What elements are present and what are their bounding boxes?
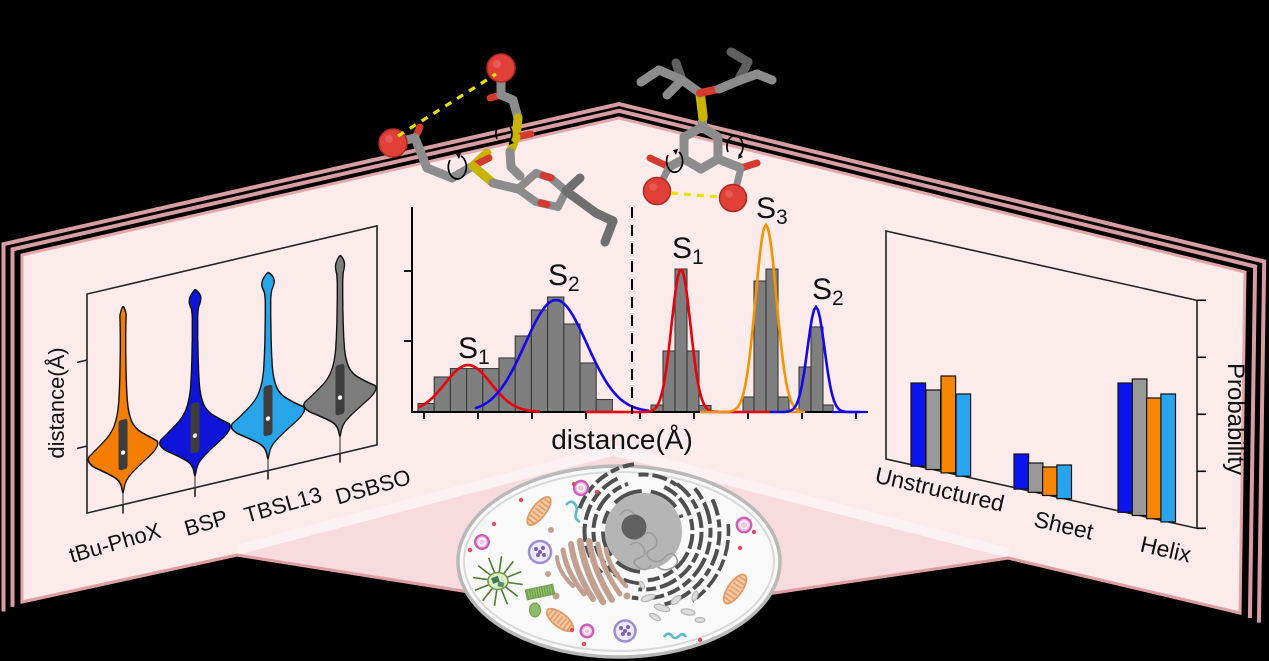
svg-text:distance(Å): distance(Å)	[44, 347, 69, 458]
svg-text:distance(Å): distance(Å)	[551, 424, 693, 455]
svg-text:Probability: Probability	[1222, 363, 1249, 475]
svg-text:S2: S2	[548, 259, 580, 296]
svg-text:S2: S2	[812, 273, 844, 310]
